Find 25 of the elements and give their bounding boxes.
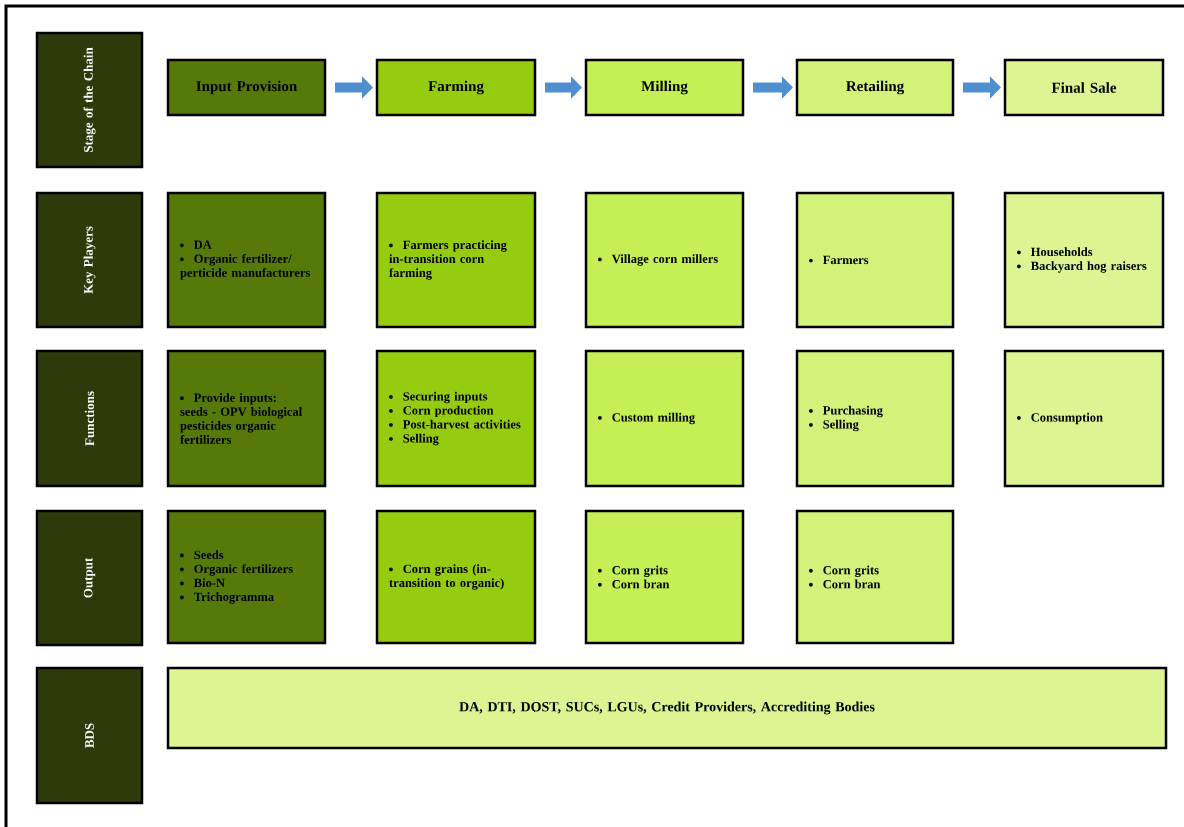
bullet-list-box: Seeds Organic fertilizers Bio-N Trichogramma xyxy=(166,509,327,645)
row-header-box: Key Players xyxy=(35,191,144,329)
row-header-box: BDS xyxy=(35,666,144,805)
row-header-box: Output xyxy=(35,509,144,647)
bullet-list-box: Securing inputs Corn production Post-harvest activities Selling xyxy=(375,349,537,488)
bullet-list-box: DA Organic fertilizer/ perticide manufacturers xyxy=(166,191,327,329)
bullet-list-box: Consumption xyxy=(1003,349,1165,488)
stage-box: Final Sale xyxy=(1003,58,1165,117)
bullet-list-box: Corn grits Corn bran xyxy=(584,509,745,645)
stage-box: Farming xyxy=(375,58,537,117)
bullet-list-box: Custom milling xyxy=(584,349,745,488)
bullet-list-box: Purchasing Selling xyxy=(795,349,955,488)
stage-box: Input Provision xyxy=(166,58,327,117)
bullet-list-box: Farmers xyxy=(795,191,955,329)
support-band-box: DA, DTI, DOST, SUCs, LGUs, Credit Providers, Accrediting Bodies xyxy=(166,666,1168,750)
bullet-list-box: Provide inputs: seeds - OPV biological pesticides organic fertilizers xyxy=(166,349,327,488)
bullet-list-box: Village corn millers xyxy=(584,191,745,329)
bullet-list-box: Farmers practicing in-transition corn farming xyxy=(375,191,537,329)
stage-box: Retailing xyxy=(795,58,955,117)
row-header-box: Functions xyxy=(35,349,144,488)
bullet-list-box: Corn grits Corn bran xyxy=(795,509,955,645)
row-header-box: Stage of the Chain xyxy=(35,31,144,169)
bullet-list-box: Households Backyard hog raisers xyxy=(1003,191,1165,329)
stage-box: Milling xyxy=(584,58,745,117)
bullet-list-box: Corn grains (in-transition to organic) xyxy=(375,509,537,645)
